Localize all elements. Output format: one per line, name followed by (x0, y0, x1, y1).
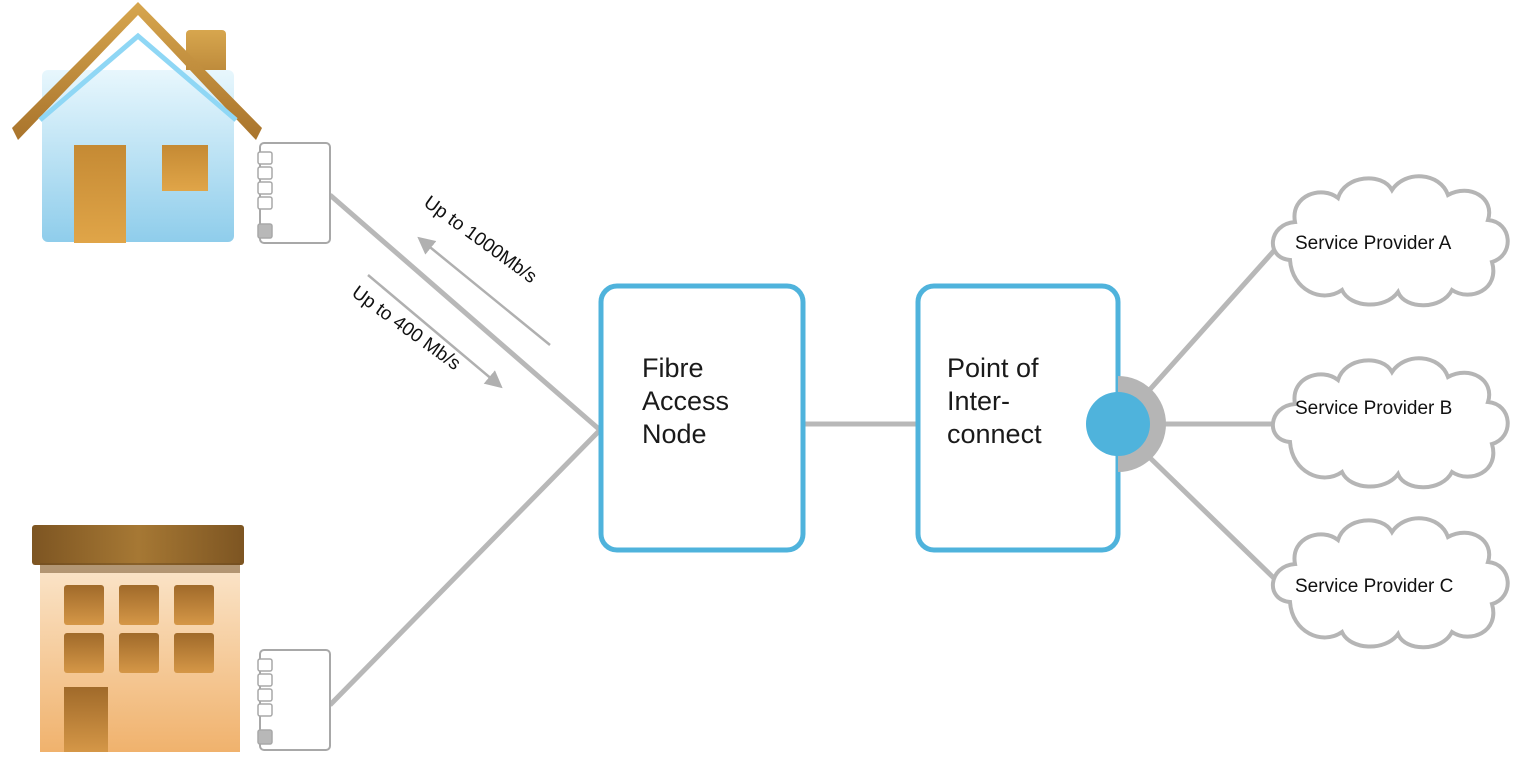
fibre-access-node-line: Node (642, 419, 707, 449)
point-of-interconnect-line: connect (947, 419, 1042, 449)
point-of-interconnect-line: Inter- (947, 386, 1011, 416)
network-terminal-icon (257, 649, 331, 751)
service-provider-a-label: Service Provider A (1295, 233, 1452, 254)
poi-to-provider-c-line (1143, 451, 1282, 586)
apartment-building-icon (32, 525, 244, 752)
cloud-icon (1271, 174, 1510, 308)
fibre-access-node-line: Fibre (642, 353, 704, 383)
interconnect-dot (1086, 392, 1150, 456)
connection-lines (328, 193, 1282, 707)
upstream-arrow (417, 236, 551, 346)
house-icon (12, 2, 262, 243)
house-to-fan-line (328, 193, 602, 432)
speed-arrows (367, 236, 551, 389)
point-of-interconnect-line: Point of (947, 353, 1039, 383)
point-of-interconnect-label: Point of Inter- connect (947, 352, 1042, 451)
fibre-access-node-line: Access (642, 386, 730, 416)
fibre-access-node-box (598, 283, 806, 553)
downstream-arrow (367, 274, 503, 389)
network-terminal-icon (257, 142, 331, 244)
building-to-fan-line (328, 428, 602, 707)
cloud-icon (1271, 516, 1510, 650)
service-provider-c-label: Service Provider C (1295, 576, 1454, 597)
poi-to-provider-a-line (1143, 242, 1282, 397)
fibre-access-node-label: Fibre Access Node (642, 352, 729, 451)
cloud-icon (1271, 356, 1510, 490)
service-provider-b-label: Service Provider B (1295, 398, 1453, 419)
interconnect-port (1086, 376, 1166, 472)
